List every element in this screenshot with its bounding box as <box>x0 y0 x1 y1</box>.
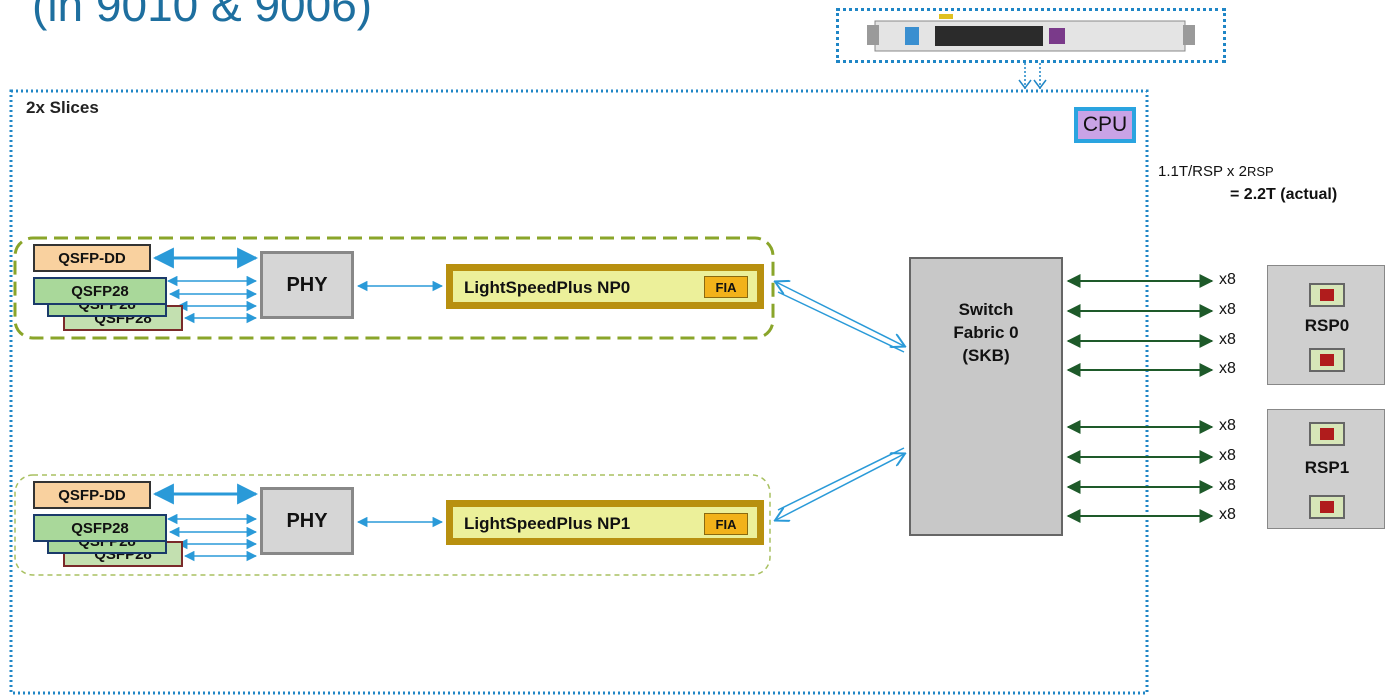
page-title: (in 9010 & 9006) <box>32 0 373 31</box>
link-label: x8 <box>1219 271 1236 288</box>
np-block: LightSpeedPlus NP0 FIA <box>446 264 764 309</box>
card-label: 2x Slices <box>26 98 99 117</box>
link-label: x8 <box>1219 447 1236 464</box>
phy-block: PHY <box>260 487 354 555</box>
np-label: LightSpeedPlus NP0 <box>464 278 631 297</box>
chip-icon <box>1309 283 1345 307</box>
bandwidth-total: = 2.2T (actual) <box>1230 186 1338 203</box>
fia-block: FIA <box>704 276 748 298</box>
slice-1-border <box>14 474 771 576</box>
linecard-image <box>836 8 1226 63</box>
rsp-card: RSP1 <box>1267 409 1385 529</box>
qsfp-dd-port: QSFP-DD <box>33 244 151 272</box>
qsfp28-port-front: QSFP28 <box>33 277 167 305</box>
line-card-border <box>9 89 1149 695</box>
cpu-box: CPU <box>1074 107 1136 143</box>
chip-icon <box>1309 495 1345 519</box>
qsfp28-port-front: QSFP28 <box>33 514 167 542</box>
switch-fabric-label: Switch Fabric 0 (SKB) <box>953 300 1019 365</box>
link-label: x8 <box>1219 360 1236 377</box>
np-block: LightSpeedPlus NP1 FIA <box>446 500 764 545</box>
rsp-label: RSP0 <box>1304 316 1350 335</box>
chip-icon <box>1309 348 1345 372</box>
slice-0-border <box>13 236 775 340</box>
rsp-card: RSP0 <box>1267 265 1385 385</box>
fia-block: FIA <box>704 513 748 535</box>
np-label: LightSpeedPlus NP1 <box>464 514 631 533</box>
bandwidth-formula: 1.1T/RSP x 2RSP <box>1158 163 1274 180</box>
link-label: x8 <box>1219 331 1236 348</box>
link-label: x8 <box>1219 417 1236 434</box>
link-label: x8 <box>1219 477 1236 494</box>
phy-block: PHY <box>260 251 354 319</box>
rsp-label: RSP1 <box>1304 458 1350 477</box>
link-label: x8 <box>1219 301 1236 318</box>
link-label: x8 <box>1219 506 1236 523</box>
chip-icon <box>1309 422 1345 446</box>
switch-fabric-block <box>909 257 1063 536</box>
qsfp-dd-port: QSFP-DD <box>33 481 151 509</box>
